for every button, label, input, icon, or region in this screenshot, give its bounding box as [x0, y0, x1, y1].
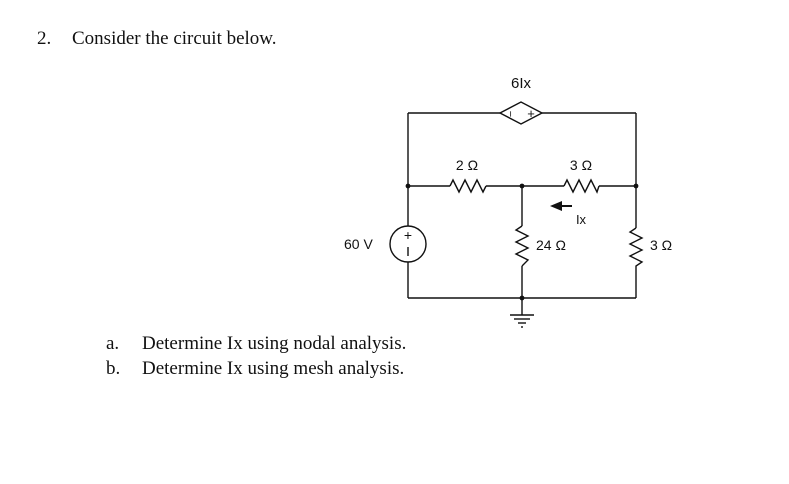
- part-b-letter: b.: [106, 358, 121, 379]
- current-arrow-ix: [550, 201, 572, 211]
- problem-prompt: Consider the circuit below.: [72, 28, 277, 49]
- node-left: [405, 183, 411, 189]
- node-bottom: [519, 295, 525, 301]
- resistor-2-label: 2 Ω: [456, 157, 478, 173]
- node-center: [519, 183, 525, 189]
- part-a-text: Determine Ix using nodal analysis.: [142, 333, 407, 354]
- ground-symbol: [510, 314, 534, 328]
- circuit-nodes: [405, 183, 639, 301]
- voltage-source-label: 60 V: [344, 236, 373, 252]
- resistor-3-ohm-right: [628, 227, 644, 272]
- dep-plus-sign: +: [527, 106, 535, 121]
- part-b-text: Determine Ix using mesh analysis.: [142, 358, 405, 379]
- voltage-source: [389, 225, 427, 263]
- current-label: Ix: [576, 212, 587, 227]
- part-a-letter: a.: [106, 333, 120, 354]
- dependent-source: [498, 101, 544, 125]
- dep-source-label: 6Ix: [511, 75, 532, 92]
- problem-number: 2.: [37, 28, 52, 49]
- circuit-wires: [407, 112, 637, 315]
- node-right: [633, 183, 639, 189]
- resistor-3-top-label: 3 Ω: [570, 157, 592, 173]
- resistor-2-ohm: [449, 178, 487, 194]
- vs-plus-sign: +: [404, 227, 412, 243]
- resistor-3-right-label: 3 Ω: [650, 237, 672, 253]
- dep-minus-sign: −: [504, 111, 516, 117]
- resistor-24-label: 24 Ω: [536, 237, 566, 253]
- resistor-24-ohm: [514, 225, 530, 267]
- resistor-3-ohm-top: [563, 178, 600, 194]
